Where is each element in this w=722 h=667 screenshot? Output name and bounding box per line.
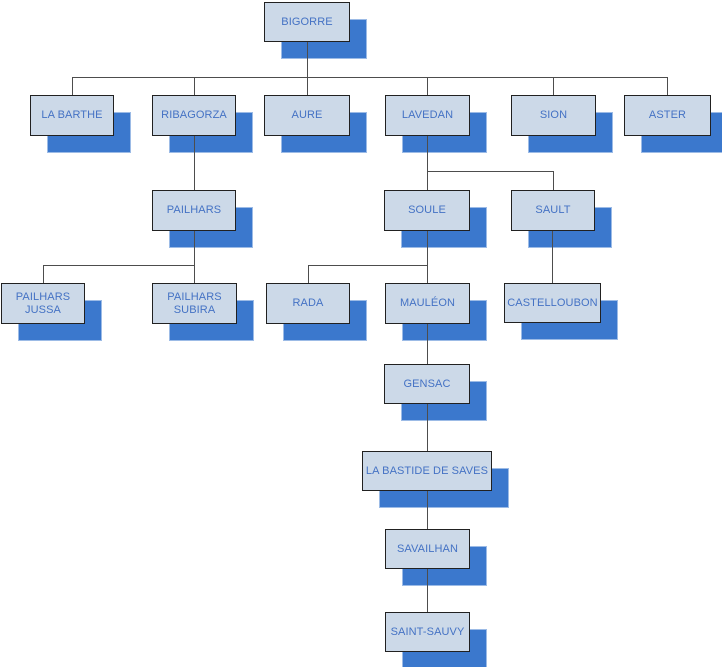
node-box: PAILHARS JUSSA — [1, 283, 85, 324]
node-rada: RADA — [266, 283, 367, 341]
node-castelloubon: CASTELLOUBON — [504, 283, 618, 340]
node-label: MAULÉON — [399, 297, 456, 309]
connector-drop-rada — [308, 265, 309, 283]
node-box: ASTER — [624, 95, 711, 136]
node-lavedan: LAVEDAN — [385, 95, 487, 153]
node-box: LA BASTIDE DE SAVES — [362, 451, 492, 491]
node-box: BIGORRE — [264, 2, 350, 42]
node-sion: SION — [511, 95, 613, 153]
node-soule: SOULE — [384, 190, 487, 248]
node-mauleon: MAULÉON — [385, 283, 487, 341]
node-savailhan: SAVAILHAN — [385, 529, 487, 586]
connector-sault-castelloubon — [552, 231, 553, 283]
node-label: GENSAC — [403, 377, 451, 390]
connector-drop-lavedan — [427, 77, 428, 95]
connector-drop-aster — [667, 77, 668, 95]
connector-pailhars-bus — [43, 265, 194, 266]
node-gensac: GENSAC — [384, 364, 487, 421]
node-aster: ASTER — [624, 95, 722, 153]
node-sault: SAULT — [511, 190, 612, 248]
node-label: BIGORRE — [281, 15, 333, 28]
node-box: CASTELLOUBON — [504, 283, 601, 323]
node-label: SOULE — [408, 204, 446, 216]
connector-gensac-bastide — [427, 404, 428, 451]
node-box: PAILHARS — [152, 190, 236, 231]
node-aure: AURE — [264, 95, 367, 153]
node-label: SION — [539, 109, 568, 121]
connector-drop-sion — [553, 77, 554, 95]
connector-drop-la-barthe — [72, 77, 73, 95]
node-label: AURE — [291, 109, 323, 121]
node-box: SAVAILHAN — [385, 529, 470, 569]
node-pailhars: PAILHARS — [152, 190, 253, 248]
node-la-bastide-de-saves: LA BASTIDE DE SAVES — [362, 451, 509, 508]
connector-soule-bus — [308, 265, 427, 266]
node-label: PAILHARS — [166, 204, 222, 216]
node-box: RIBAGORZA — [152, 95, 236, 136]
node-pailhars-jussa: PAILHARS JUSSA — [1, 283, 102, 341]
connector-mauleon-gensac — [427, 324, 428, 364]
connector-drop-sault — [553, 171, 554, 190]
node-label: SAULT — [535, 204, 571, 216]
node-label: RIBAGORZA — [161, 109, 227, 121]
node-label: CASTELLOUBON — [507, 296, 598, 309]
node-label: LA BASTIDE DE SAVES — [365, 464, 489, 477]
connector-drop-pailhars-jussa — [43, 265, 44, 283]
connector-lavedan-soule — [427, 136, 428, 190]
node-label: SAVAILHAN — [396, 542, 458, 555]
connector-bigorre-stem — [307, 42, 308, 77]
connector-level1-bus — [72, 77, 668, 78]
connector-drop-aure — [307, 77, 308, 95]
node-la-barthe: LA BARTHE — [30, 95, 131, 153]
node-label: PAILHARS SUBIRA — [167, 290, 222, 316]
node-saint-sauvy: SAINT-SAUVY — [385, 612, 487, 667]
node-box: SOULE — [384, 190, 470, 231]
node-box: RADA — [266, 283, 350, 324]
node-box: PAILHARS SUBIRA — [152, 283, 237, 324]
node-box: SION — [511, 95, 596, 136]
node-box: SAULT — [511, 190, 595, 231]
connector-lavedan-branch — [427, 171, 553, 172]
node-label: SAINT-SAUVY — [390, 625, 465, 638]
node-ribagorza: RIBAGORZA — [152, 95, 253, 153]
node-box: LAVEDAN — [385, 95, 470, 136]
node-box: MAULÉON — [385, 283, 470, 324]
node-bigorre: BIGORRE — [264, 2, 367, 59]
connector-drop-ribagorza — [194, 77, 195, 95]
node-label: RADA — [292, 297, 324, 309]
node-label: LAVEDAN — [401, 109, 454, 121]
connector-ribagorza-pailhars — [194, 136, 195, 190]
node-box: GENSAC — [384, 364, 470, 404]
connector-pailhars-stem — [194, 231, 195, 265]
node-box: AURE — [264, 95, 350, 136]
node-label: PAILHARS JUSSA — [15, 290, 71, 316]
node-box: LA BARTHE — [30, 95, 114, 136]
node-label: ASTER — [648, 109, 687, 121]
connector-drop-pailhars-subira — [194, 265, 195, 283]
node-box: SAINT-SAUVY — [385, 612, 470, 652]
connector-bastide-savailhan — [427, 491, 428, 529]
node-label: LA BARTHE — [41, 109, 103, 121]
connector-soule-mauleon — [427, 231, 428, 283]
node-pailhars-subira: PAILHARS SUBIRA — [152, 283, 254, 341]
connector-savailhan-saintsauvy — [427, 568, 428, 612]
